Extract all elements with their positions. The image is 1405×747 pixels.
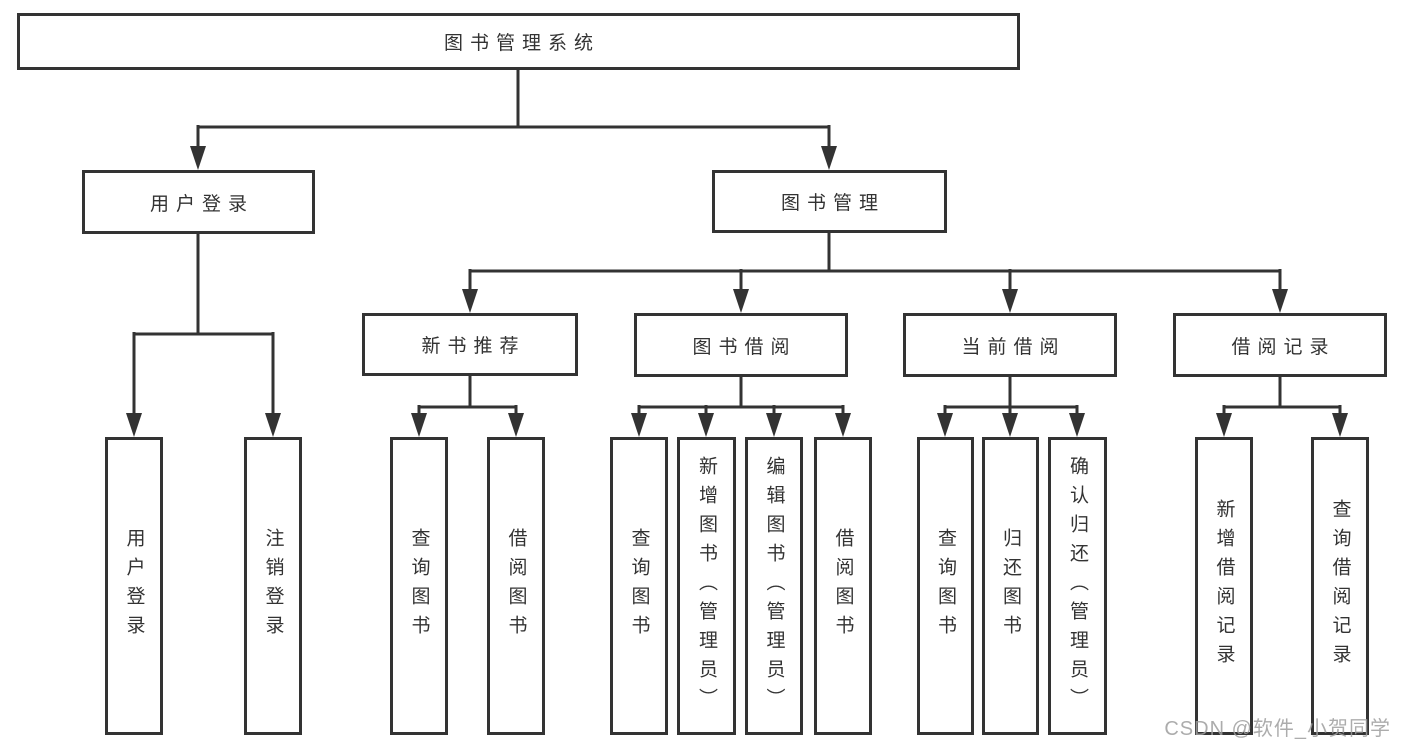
leaf-rec-add-record-label: 新增借阅记录 — [1213, 499, 1235, 673]
leaf-cur-query-books: 查询图书 — [917, 437, 974, 735]
node-new-book-recommend-label: 新书推荐 — [421, 336, 526, 357]
leaf-bw-edit-books-admin-label: 编辑图书（管理员） — [763, 455, 785, 717]
leaf-bw-borrow-books-label: 借阅图书 — [832, 528, 854, 644]
leaf-nb-query-books-label: 查询图书 — [408, 528, 430, 644]
node-root: 图书管理系统 — [17, 13, 1020, 70]
csdn-watermark: CSDN @软件_小贺同学 — [1164, 718, 1391, 740]
node-current-borrow-label: 当前借阅 — [961, 336, 1066, 358]
node-book-borrow-label: 图书借阅 — [692, 336, 797, 358]
node-borrow-records: 借阅记录 — [1173, 313, 1387, 377]
leaf-cur-confirm-return-admin-label: 确认归还（管理员） — [1067, 455, 1088, 717]
node-new-book-recommend: 新书推荐 — [362, 313, 578, 376]
node-book-management: 图书管理 — [712, 170, 947, 233]
leaf-nb-borrow-books: 借阅图书 — [487, 437, 545, 735]
leaf-rec-query-record-label: 查询借阅记录 — [1329, 499, 1351, 673]
leaf-logout: 注销登录 — [244, 437, 302, 735]
leaf-user-login-label: 用户登录 — [123, 528, 145, 644]
arrowhead-icons — [126, 146, 1348, 437]
leaf-cur-return-books-label: 归还图书 — [1000, 528, 1021, 644]
leaf-bw-query-books-label: 查询图书 — [628, 528, 650, 644]
node-book-borrow: 图书借阅 — [634, 313, 848, 377]
node-user-login: 用户登录 — [82, 170, 315, 234]
node-current-borrow: 当前借阅 — [903, 313, 1117, 377]
leaf-cur-return-books: 归还图书 — [982, 437, 1039, 735]
leaf-cur-query-books-label: 查询图书 — [935, 528, 956, 644]
leaf-nb-query-books: 查询图书 — [390, 437, 448, 735]
leaf-bw-query-books: 查询图书 — [610, 437, 668, 735]
node-borrow-records-label: 借阅记录 — [1231, 336, 1336, 358]
leaf-logout-label: 注销登录 — [262, 528, 284, 644]
leaf-bw-edit-books-admin: 编辑图书（管理员） — [745, 437, 803, 735]
leaf-nb-borrow-books-label: 借阅图书 — [505, 528, 527, 644]
leaf-rec-query-record: 查询借阅记录 — [1311, 437, 1369, 735]
node-user-login-label: 用户登录 — [149, 193, 254, 215]
leaf-bw-add-books-admin-label: 新增图书（管理员） — [696, 455, 717, 717]
leaf-cur-confirm-return-admin: 确认归还（管理员） — [1048, 437, 1107, 735]
leaf-user-login: 用户登录 — [105, 437, 163, 735]
node-root-label: 图书管理系统 — [443, 33, 600, 54]
leaf-bw-borrow-books: 借阅图书 — [814, 437, 872, 735]
leaf-rec-add-record: 新增借阅记录 — [1195, 437, 1253, 735]
leaf-bw-add-books-admin: 新增图书（管理员） — [677, 437, 736, 735]
node-book-management-label: 图书管理 — [780, 193, 885, 214]
